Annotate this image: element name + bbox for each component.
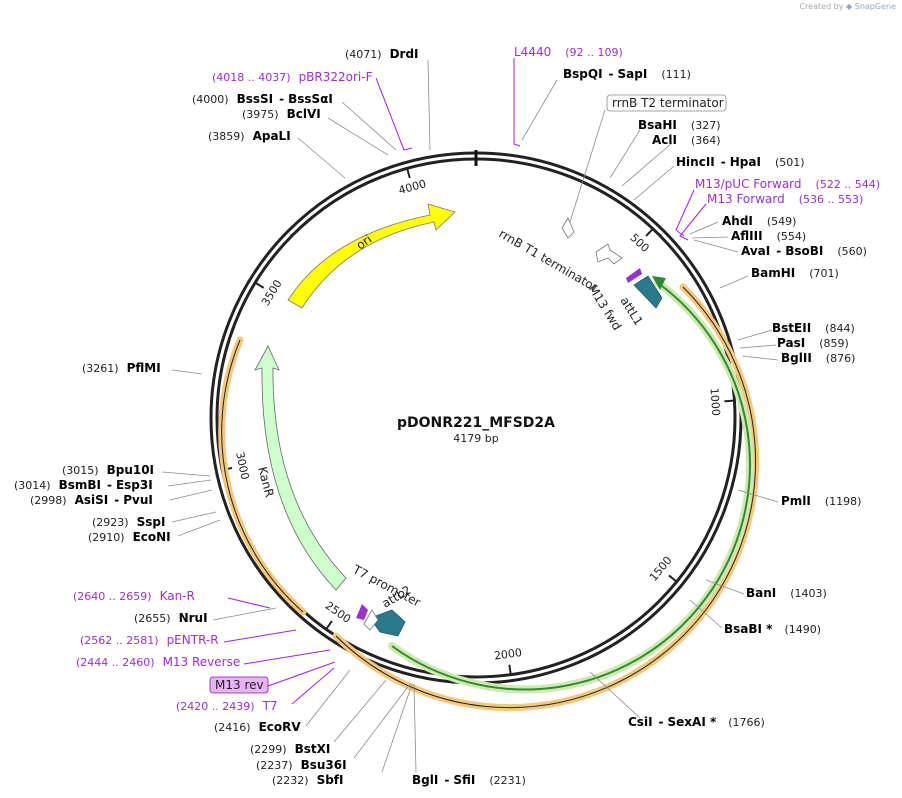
- insert-highlight-outer-line: [335, 286, 757, 709]
- m13-rev-label: M13 rev: [215, 678, 264, 692]
- enzyme-aflii[interactable]: AflIII(554): [731, 229, 806, 243]
- enzyme-bani[interactable]: BanI(1403): [746, 586, 827, 600]
- enzyme-csii[interactable]: CsiI-SexAI *(1766): [628, 715, 765, 729]
- tick-label-2500: 2500: [323, 599, 353, 626]
- t7-primer-feature[interactable]: [356, 604, 368, 620]
- rrnb-t2-label: rrnB T2 terminator: [612, 96, 724, 110]
- enzyme-bgli[interactable]: BglI-SfiI(2231): [412, 773, 526, 787]
- enzyme-ahdi[interactable]: AhdI(549): [722, 214, 796, 228]
- primer-t7[interactable]: (2420 .. 2439)T7: [176, 699, 278, 713]
- enzyme-econi[interactable]: (2910)EcoNI: [88, 530, 171, 544]
- primer-m13forward[interactable]: M13 Forward(536 .. 553): [707, 192, 863, 206]
- enzyme-bsu36i[interactable]: (2237)Bsu36I: [256, 758, 347, 772]
- m13-rev-leader: [267, 661, 336, 687]
- rrnb-t1-feature[interactable]: [595, 243, 623, 265]
- rrnb-t2-leader: [569, 109, 606, 223]
- tick-mark-2000: [508, 664, 512, 675]
- enzyme-bclvi[interactable]: (3975)BclVI: [242, 107, 321, 121]
- feature-track: ori KanR attL1 M13 fwd rrnB T1 terminato…: [209, 94, 760, 712]
- insert-highlight-left-line: [221, 339, 304, 613]
- kanr-feature[interactable]: [254, 345, 347, 591]
- tick-mark-1000: [724, 399, 735, 403]
- enzyme-bsteii[interactable]: BstEII(844): [772, 321, 855, 335]
- primer-leaders: [223, 58, 707, 705]
- enzyme-hincii[interactable]: HincII-HpaI(501): [676, 155, 805, 169]
- enzyme-asisi[interactable]: (2998)AsiSI-PvuI: [30, 493, 153, 507]
- snapgene-credit: Created by ◆ SnapGene: [799, 2, 896, 11]
- enzyme-acli[interactable]: AclI(364): [652, 133, 721, 147]
- enzyme-pasi[interactable]: PasI(859): [777, 336, 849, 350]
- primer-labels: L4440(92 .. 109) (4018 .. 4037)pBR322ori…: [73, 45, 880, 713]
- tick-mark-2500: [325, 620, 333, 630]
- enzyme-nrui[interactable]: (2655)NruI: [134, 611, 208, 625]
- mfsd2a-orf: [391, 282, 752, 691]
- plasmid-size: 4179 bp: [453, 432, 498, 445]
- rrnb-t1-label: rrnB T1 terminator: [497, 226, 601, 294]
- enzyme-bspqi[interactable]: BspQI-SapI(111): [563, 67, 691, 81]
- attl2-feature[interactable]: [369, 609, 406, 637]
- mfsd2a-orf-highlight: [388, 279, 755, 694]
- enzyme-bsmbi[interactable]: (3014)BsmBI-Esp3I: [14, 478, 153, 492]
- enzyme-drdi[interactable]: (4071)DrdI: [345, 47, 419, 61]
- tick-label-3000: 3000: [233, 451, 251, 481]
- tick-label-1000: 1000: [708, 387, 723, 416]
- snapgene-logo-icon: ◆: [846, 2, 853, 11]
- tick-mark-500: [645, 228, 654, 237]
- enzyme-leaders: [161, 59, 779, 773]
- enzyme-apali[interactable]: (3859)ApaLI: [208, 129, 291, 143]
- rrnb-t2-feature[interactable]: [561, 217, 575, 239]
- enzyme-bpu10i[interactable]: (3015)Bpu10I: [62, 463, 154, 477]
- tick-mark-1500: [668, 574, 678, 583]
- primer-pbr322ori[interactable]: (4018 .. 4037)pBR322ori-F: [212, 70, 373, 84]
- primer-pentr[interactable]: (2562 .. 2581)pENTR-R: [80, 633, 219, 647]
- plasmid-name: pDONR221_MFSD2A: [397, 415, 555, 431]
- primer-kanr[interactable]: (2640 .. 2659)Kan-R: [73, 589, 195, 603]
- enzyme-sbfi[interactable]: (2232)SbfI: [272, 773, 344, 787]
- enzyme-bstxi[interactable]: (2299)BstXI: [250, 742, 330, 756]
- m13-fwd-feature[interactable]: [626, 268, 642, 283]
- enzyme-bglii[interactable]: BglII(876): [781, 351, 855, 365]
- enzyme-bsahi[interactable]: BsaHI(327): [638, 118, 721, 132]
- enzyme-sspi[interactable]: (2923)SspI: [92, 515, 165, 529]
- credit-prefix: Created by: [799, 2, 844, 11]
- tick-mark-3500: [254, 281, 265, 289]
- insert-highlight-outer: [332, 283, 760, 712]
- credit-brand: SnapGene: [854, 2, 896, 11]
- enzyme-avai[interactable]: AvaI-BsoBI(560): [741, 244, 867, 258]
- tick-label-2000: 2000: [493, 646, 522, 663]
- enzyme-bamhi[interactable]: BamHI(701): [751, 266, 839, 280]
- enzyme-bsssi[interactable]: (4000)BssSI-BssSαI: [192, 92, 333, 106]
- tick-label-1500: 1500: [647, 554, 675, 584]
- rrnb-t2-label-box: [606, 94, 727, 112]
- tick-mark-4000: [406, 168, 411, 179]
- m13-rev-label-box: [209, 676, 269, 694]
- ori-feature[interactable]: [287, 203, 456, 309]
- primer-l4440[interactable]: L4440(92 .. 109): [514, 45, 623, 59]
- primer-m13reverse[interactable]: (2444 .. 2460)M13 Reverse: [76, 655, 240, 669]
- tick-label-3500: 3500: [259, 278, 285, 309]
- attl1-feature[interactable]: [633, 275, 663, 309]
- enzyme-bsabi[interactable]: BsaBI *(1490): [724, 622, 821, 636]
- primer-m13puc[interactable]: M13/pUC Forward(522 .. 544): [695, 177, 880, 191]
- t7-promoter-feature[interactable]: [363, 609, 379, 631]
- tick-label-4000: 4000: [397, 177, 427, 197]
- mfsd2a-orf-arrowhead: [652, 276, 666, 290]
- enzyme-pmli[interactable]: PmlI(1198): [781, 494, 861, 508]
- enzyme-labels: (4071)DrdI BspQI-SapI(111) (4000)BssSI-B…: [14, 47, 867, 787]
- enzyme-ecorv[interactable]: (2416)EcoRV: [214, 720, 301, 734]
- enzyme-pflmi[interactable]: (3261)PflMI: [82, 361, 161, 375]
